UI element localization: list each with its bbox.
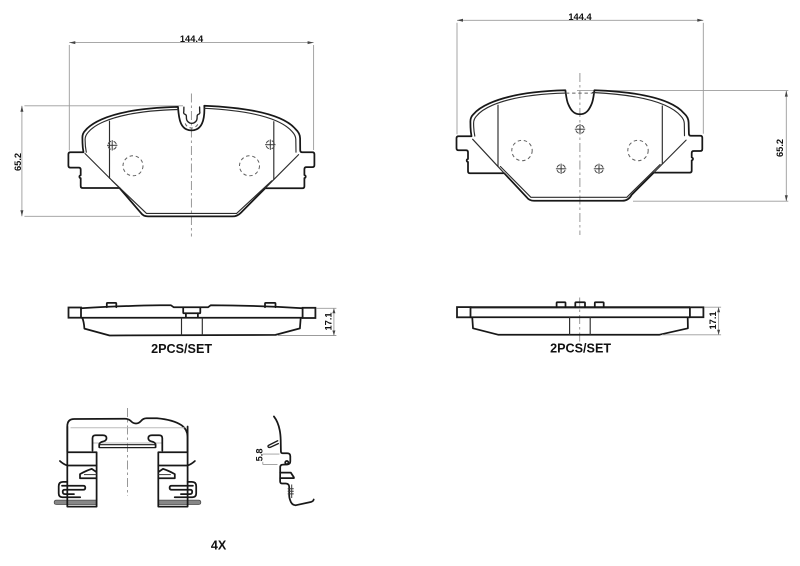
svg-text:65.2: 65.2 bbox=[775, 139, 785, 157]
svg-text:144.4: 144.4 bbox=[180, 34, 204, 44]
svg-text:65.2: 65.2 bbox=[13, 153, 23, 171]
svg-text:144.4: 144.4 bbox=[568, 12, 592, 22]
svg-text:2PCS/SET: 2PCS/SET bbox=[151, 342, 212, 356]
svg-text:17.1: 17.1 bbox=[708, 311, 718, 329]
svg-text:4X: 4X bbox=[211, 539, 227, 553]
svg-text:2PCS/SET: 2PCS/SET bbox=[550, 341, 611, 355]
svg-text:5.8: 5.8 bbox=[254, 448, 264, 461]
svg-text:17.1: 17.1 bbox=[323, 312, 333, 330]
